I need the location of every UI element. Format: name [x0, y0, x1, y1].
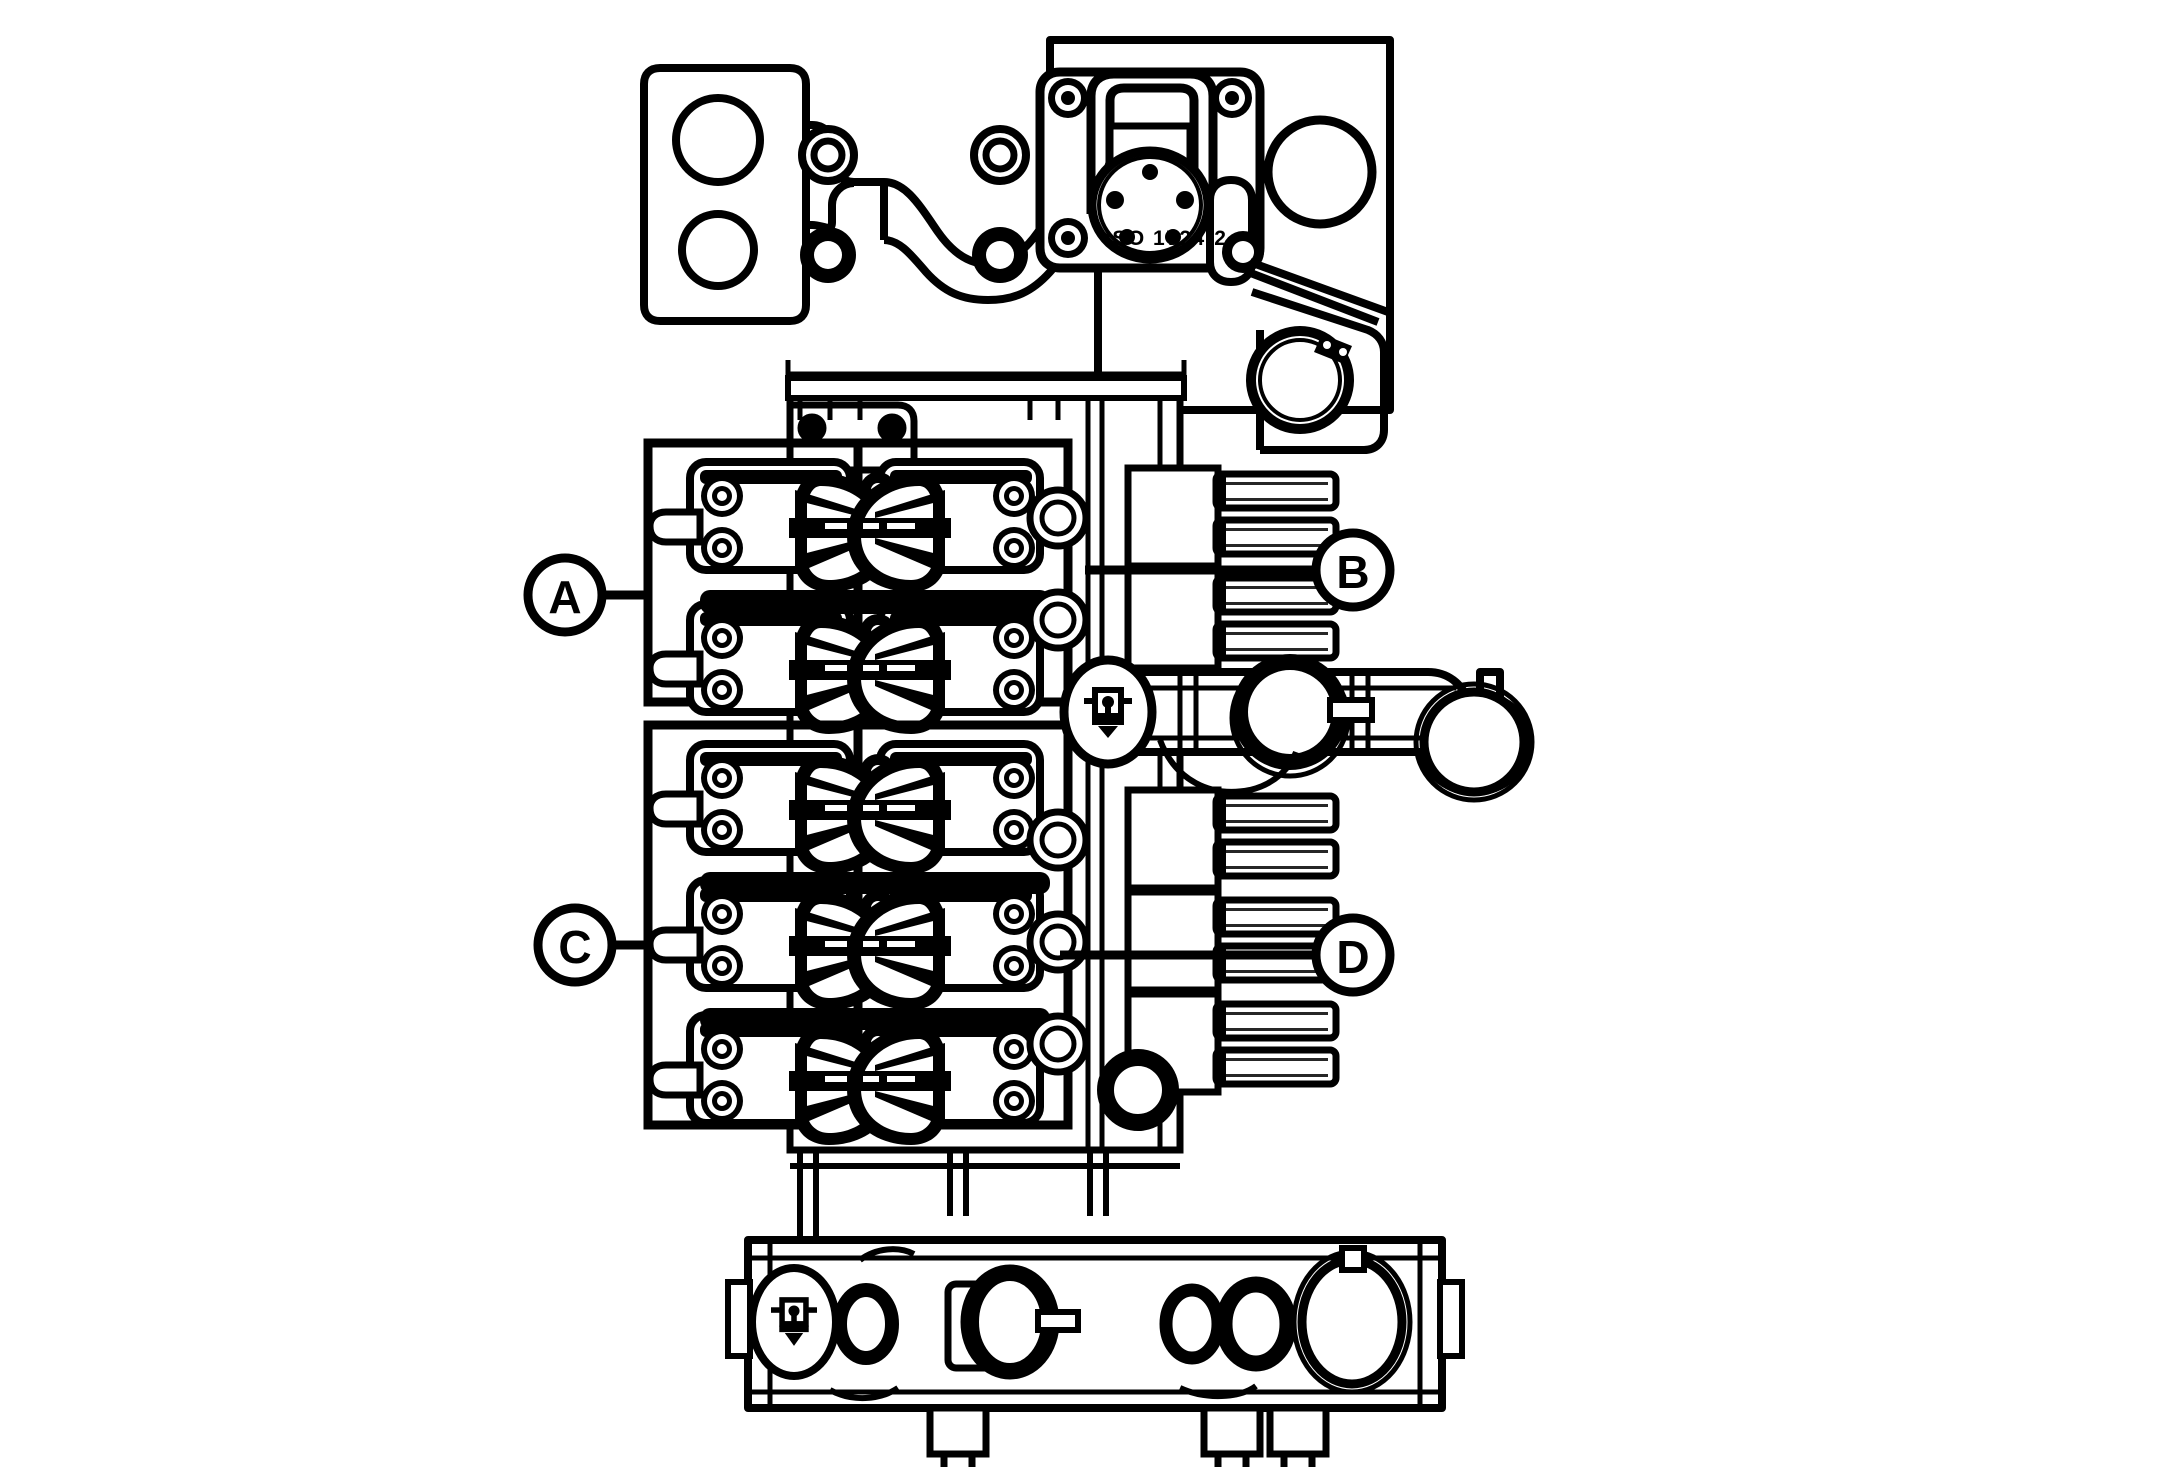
coupler-side-port	[650, 654, 700, 684]
lever-handle	[1216, 474, 1336, 508]
manifold-bolt	[926, 1404, 990, 1467]
manifold-port	[1159, 1283, 1225, 1365]
lever-handle	[1216, 1004, 1336, 1038]
upper-right-hole	[1263, 115, 1377, 229]
connector-pin	[1176, 191, 1194, 209]
coupler-row	[650, 458, 1044, 592]
connector-cover-bail[interactable]	[1086, 69, 1218, 214]
coupler-interconnect-bar	[700, 872, 1050, 1030]
callout-circle-c	[533, 903, 617, 987]
lever-handle	[1216, 796, 1336, 830]
manifold-port	[833, 1283, 899, 1365]
lever-handle	[1216, 1050, 1336, 1084]
lever-handle	[1216, 624, 1336, 658]
callout-b[interactable]: B	[1311, 528, 1395, 612]
callout-a[interactable]: A	[523, 553, 607, 637]
coupler-row	[650, 740, 1044, 874]
callout-circle-b	[1311, 528, 1395, 612]
coupler-side-port	[650, 1065, 700, 1095]
callout-label-b: B	[1336, 546, 1369, 598]
mid-manifold-left-cap	[1059, 655, 1157, 769]
coupler-side-port	[650, 512, 700, 542]
callout-c[interactable]: C	[533, 903, 617, 987]
callout-label-d: D	[1336, 931, 1369, 983]
manifold-end-cap	[1297, 1255, 1407, 1389]
mounting-bracket-plate	[640, 64, 810, 325]
connector-pin	[1106, 191, 1124, 209]
manifold-port	[1232, 654, 1348, 770]
bottom-manifold-bar	[725, 1236, 1465, 1412]
callout-d[interactable]: D	[1311, 913, 1395, 997]
connector-pin	[1142, 164, 1158, 180]
callout-circle-d	[1311, 913, 1395, 997]
manifold-bolt	[1200, 1404, 1264, 1467]
mid-manifold-bar	[1116, 654, 1535, 803]
coupler-row	[650, 1011, 1044, 1145]
lever-handle	[1216, 900, 1336, 934]
coupler-row	[650, 876, 1044, 1010]
connector-housing-bolts	[1048, 78, 1252, 258]
coupler-interconnect-bar	[700, 590, 1050, 614]
manifold-bolt	[1266, 1404, 1330, 1467]
callout-circle-a	[523, 553, 607, 637]
lever-handle	[1216, 842, 1336, 876]
hydraulic-symbol-icon	[1084, 687, 1132, 738]
callout-leader-lines	[602, 565, 1316, 960]
connecting-tubes	[790, 1147, 1180, 1244]
connector-socket-face	[1087, 122, 1213, 264]
connector-strap	[1246, 258, 1390, 326]
retaining-clip-ring	[1246, 326, 1354, 434]
manifold-port	[1219, 1279, 1293, 1369]
callout-label-c: C	[558, 921, 591, 973]
callout-label-a: A	[548, 571, 581, 623]
hydraulic-symbol-icon	[771, 1297, 817, 1346]
coupler-row	[650, 600, 1044, 734]
connector-pin	[1165, 229, 1181, 245]
connector-pin	[1119, 229, 1135, 245]
connector-standard-label: ISO 1724-2	[1105, 227, 1227, 250]
coupler-side-port	[650, 794, 700, 824]
lever-stack-lower	[1026, 786, 1336, 1131]
callout-layer: A B C D	[523, 528, 1395, 997]
coupler-side-port	[650, 930, 700, 960]
bracket-bolt-holes	[798, 125, 1030, 283]
manifold-end-port	[1419, 687, 1529, 797]
